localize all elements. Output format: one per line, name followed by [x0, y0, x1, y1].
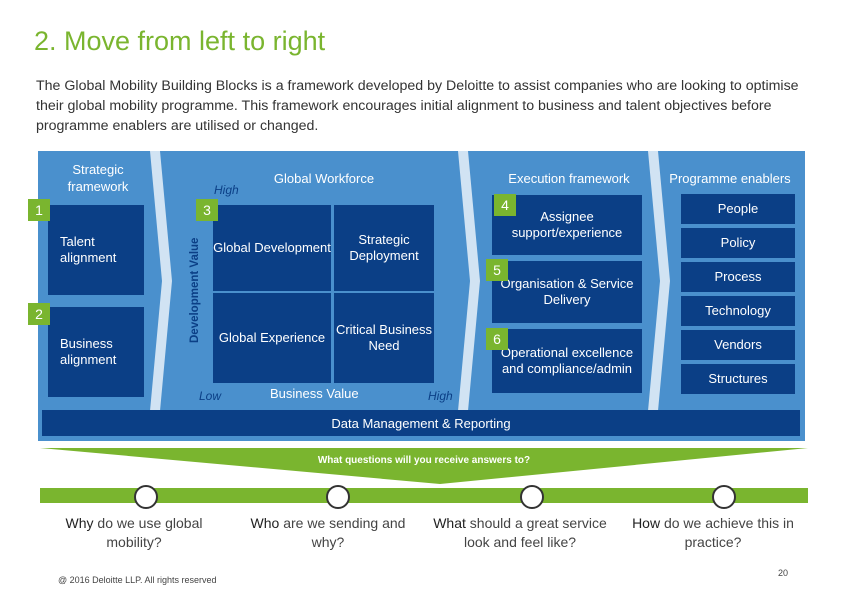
question-rest: do we achieve this in practice?	[660, 515, 794, 550]
operational-excellence-box: Operational excellence and compliance/ad…	[492, 329, 642, 393]
enabler-policy-box: Policy	[681, 228, 795, 258]
timeline-bar	[40, 488, 808, 503]
enabler-process-box: Process	[681, 262, 795, 292]
data-management-bar: Data Management & Reporting	[42, 410, 800, 436]
enabler-vendors-box: Vendors	[681, 330, 795, 360]
timeline-marker	[520, 485, 544, 509]
stage-header-enablers: Programme enablers	[669, 171, 791, 186]
business-value-axis-label: Business Value	[270, 386, 359, 401]
stage-header-strategic: Strategic framework	[67, 162, 129, 194]
axis-high-top-label: High	[214, 183, 239, 197]
page-title: 2. Move from left to right	[34, 26, 326, 56]
business-alignment-box: Business alignment	[48, 307, 144, 397]
copyright-footer: @ 2016 Deloitte LLP. All rights reserved	[58, 575, 217, 585]
page-number: 20	[778, 568, 789, 578]
stage-separator-chevron	[150, 151, 172, 411]
stage-header-workforce: Global Workforce	[273, 171, 375, 186]
question-lead: What	[433, 515, 466, 531]
stage-separator-chevron	[458, 151, 480, 411]
enabler-structures-box: Structures	[681, 364, 795, 394]
assignee-support-box: Assignee support/experience	[492, 195, 642, 255]
question-what: What should a great service look and fee…	[430, 514, 610, 552]
global-development-box: Global Development	[213, 205, 331, 291]
question-rest: do we use global mobility?	[93, 515, 203, 550]
timeline-marker	[712, 485, 736, 509]
timeline-marker	[326, 485, 350, 509]
step-badge-3: 3	[196, 199, 218, 221]
questions-funnel-banner	[40, 448, 808, 484]
stage-separator-chevron	[648, 151, 670, 411]
strategic-deployment-box: Strategic Deployment	[334, 205, 434, 291]
organisation-service-delivery-box: Organisation & Service Delivery	[492, 261, 642, 323]
question-rest: are we sending and why?	[279, 515, 406, 550]
axis-low-label: Low	[199, 389, 222, 403]
critical-business-need-box: Critical Business Need	[334, 293, 434, 383]
step-badge-5: 5	[486, 259, 508, 281]
talent-alignment-box: Talent alignment	[48, 205, 144, 295]
global-experience-box: Global Experience	[213, 293, 331, 383]
step-badge-4: 4	[494, 194, 516, 216]
question-rest: should a great service look and feel lik…	[463, 515, 607, 550]
axis-high-right-label: High	[428, 389, 453, 403]
question-lead: Who	[250, 515, 280, 531]
timeline-marker	[134, 485, 158, 509]
framework-diagram: Strategic framework Global Workforce Exe…	[28, 151, 805, 441]
stage-header-execution: Execution framework	[508, 171, 630, 186]
question-why: Why do we use global mobility?	[44, 514, 224, 552]
question-who: Who are we sending and why?	[238, 514, 418, 552]
step-badge-1: 1	[28, 199, 50, 221]
question-lead: Why	[65, 515, 94, 531]
questions-banner-text: What questions will you receive answers …	[317, 455, 531, 466]
question-how: How do we achieve this in practice?	[623, 514, 803, 552]
step-badge-2: 2	[28, 303, 50, 325]
development-value-axis-label: Development Value	[189, 237, 201, 343]
enabler-technology-box: Technology	[681, 296, 795, 326]
step-badge-6: 6	[486, 328, 508, 350]
question-lead: How	[632, 515, 661, 531]
intro-paragraph: The Global Mobility Building Blocks is a…	[36, 78, 799, 134]
enabler-people-box: People	[681, 194, 795, 224]
